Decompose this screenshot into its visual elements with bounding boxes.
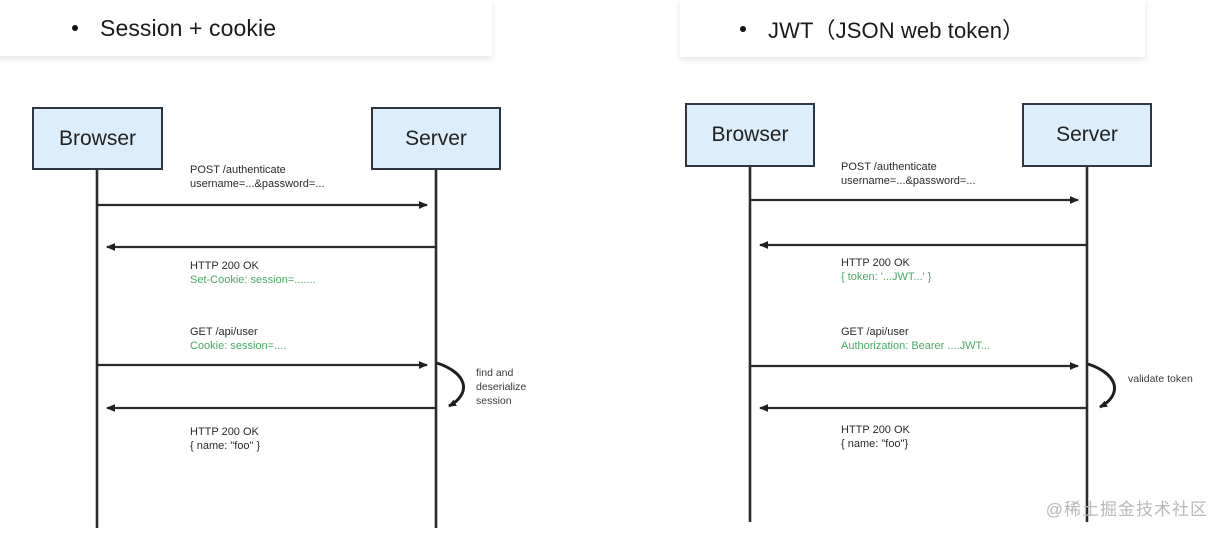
message-line-highlight: Authorization: Bearer ....JWT...	[841, 340, 991, 352]
self-call-label-deserialize-session: find and deserialize session	[476, 366, 526, 408]
self-call-line: deserialize	[476, 381, 527, 393]
watermark: @稀土掘金技术社区	[1045, 500, 1208, 519]
panel-title-card-session: Session + cookie	[0, 0, 492, 56]
self-call-line: session	[476, 395, 512, 407]
message-line: HTTP 200 OK	[841, 257, 910, 269]
message-label-get-api-user-session: GET /api/user Cookie: session=....	[190, 325, 286, 353]
message-line-highlight: Set-Cookie: session=.......	[190, 274, 316, 286]
message-line: HTTP 200 OK	[190, 260, 259, 272]
message-line: { name: "foo" }	[190, 440, 261, 452]
actor-label: Browser	[58, 126, 137, 150]
message-line: POST /authenticate	[190, 164, 286, 176]
message-line: GET /api/user	[190, 326, 258, 338]
actor-label: Server	[1056, 123, 1118, 146]
message-line: username=...&password=...	[190, 178, 325, 190]
message-line-highlight: Cookie: session=....	[190, 340, 287, 352]
message-label-set-cookie-session: HTTP 200 OK Set-Cookie: session=.......	[190, 259, 316, 287]
message-label-get-api-user-jwt: GET /api/user Authorization: Bearer ....…	[841, 325, 990, 353]
self-call-line: validate token	[1128, 373, 1193, 385]
message-line: HTTP 200 OK	[841, 424, 910, 436]
actor-box-browser-session: Browser	[32, 107, 163, 170]
panel-title-session: Session + cookie	[100, 14, 277, 41]
message-label-http-200-foo-session: HTTP 200 OK { name: "foo" }	[190, 425, 260, 453]
actor-box-server-session: Server	[371, 107, 501, 170]
panel-title-card-jwt: JWT（JSON web token）	[680, 0, 1145, 57]
actor-box-server-jwt: Server	[1022, 103, 1152, 167]
actor-label: Browser	[711, 123, 789, 146]
message-line: GET /api/user	[841, 326, 909, 338]
message-line-highlight: { token: '...JWT...' }	[841, 271, 932, 283]
message-line: username=...&password=...	[841, 175, 976, 187]
actor-box-browser-jwt: Browser	[685, 103, 815, 167]
message-line: HTTP 200 OK	[190, 426, 259, 438]
self-call-label-validate-token: validate token	[1128, 372, 1193, 386]
message-line: { name: "foo"}	[841, 438, 909, 450]
panel-title-jwt: JWT（JSON web token）	[768, 17, 1025, 43]
actor-label: Server	[405, 126, 467, 150]
message-line: POST /authenticate	[841, 161, 937, 173]
message-label-post-authenticate-session: POST /authenticate username=...&password…	[190, 163, 325, 191]
self-call-line: find and	[476, 367, 514, 379]
message-label-token-jwt: HTTP 200 OK { token: '...JWT...' }	[841, 256, 931, 284]
message-label-post-authenticate-jwt: POST /authenticate username=...&password…	[841, 160, 976, 188]
bullet-icon	[740, 25, 746, 32]
bullet-icon	[72, 25, 78, 31]
message-label-http-200-foo-jwt: HTTP 200 OK { name: "foo"}	[841, 423, 910, 451]
